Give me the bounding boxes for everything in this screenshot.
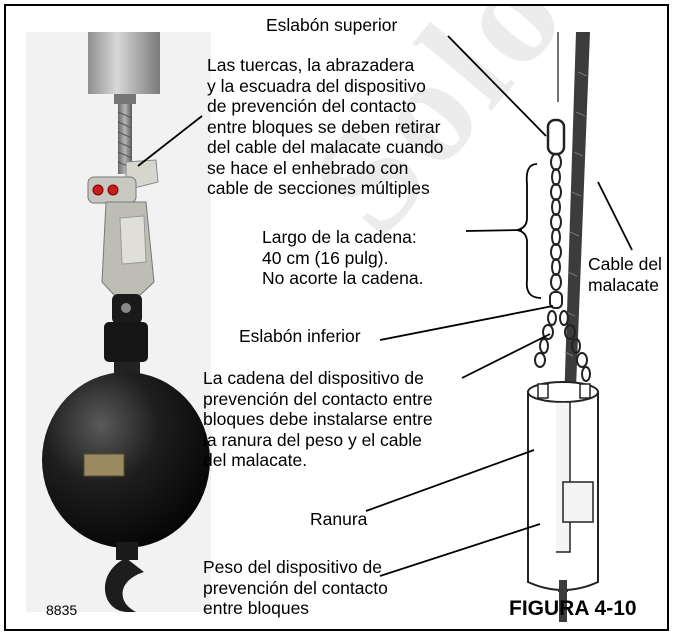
label-cadena-block: La cadena del dispositivo de prevención … xyxy=(203,368,433,470)
label-eslabon-inferior: Eslabón inferior xyxy=(239,326,361,346)
label-eslabon-superior: Eslabón superior xyxy=(266,15,398,35)
anti-two-block-weight-photo xyxy=(26,32,211,612)
figure-number: 8835 xyxy=(46,602,78,618)
chain-weight-drawing xyxy=(527,32,599,622)
label-peso-block: Peso del dispositivo de prevención del c… xyxy=(203,557,388,618)
figure-title: FIGURA 4-10 xyxy=(509,597,637,620)
label-ranura: Ranura xyxy=(310,509,368,529)
figure-page: Solo referencia xyxy=(4,4,669,631)
label-tuercas-block: Las tuercas, la abrazadera y la escuadra… xyxy=(207,55,444,198)
label-largo-cadena: Largo de la cadena: 40 cm (16 pulg). No … xyxy=(262,227,424,288)
label-cable-malacate: Cable del malacate xyxy=(588,254,662,295)
